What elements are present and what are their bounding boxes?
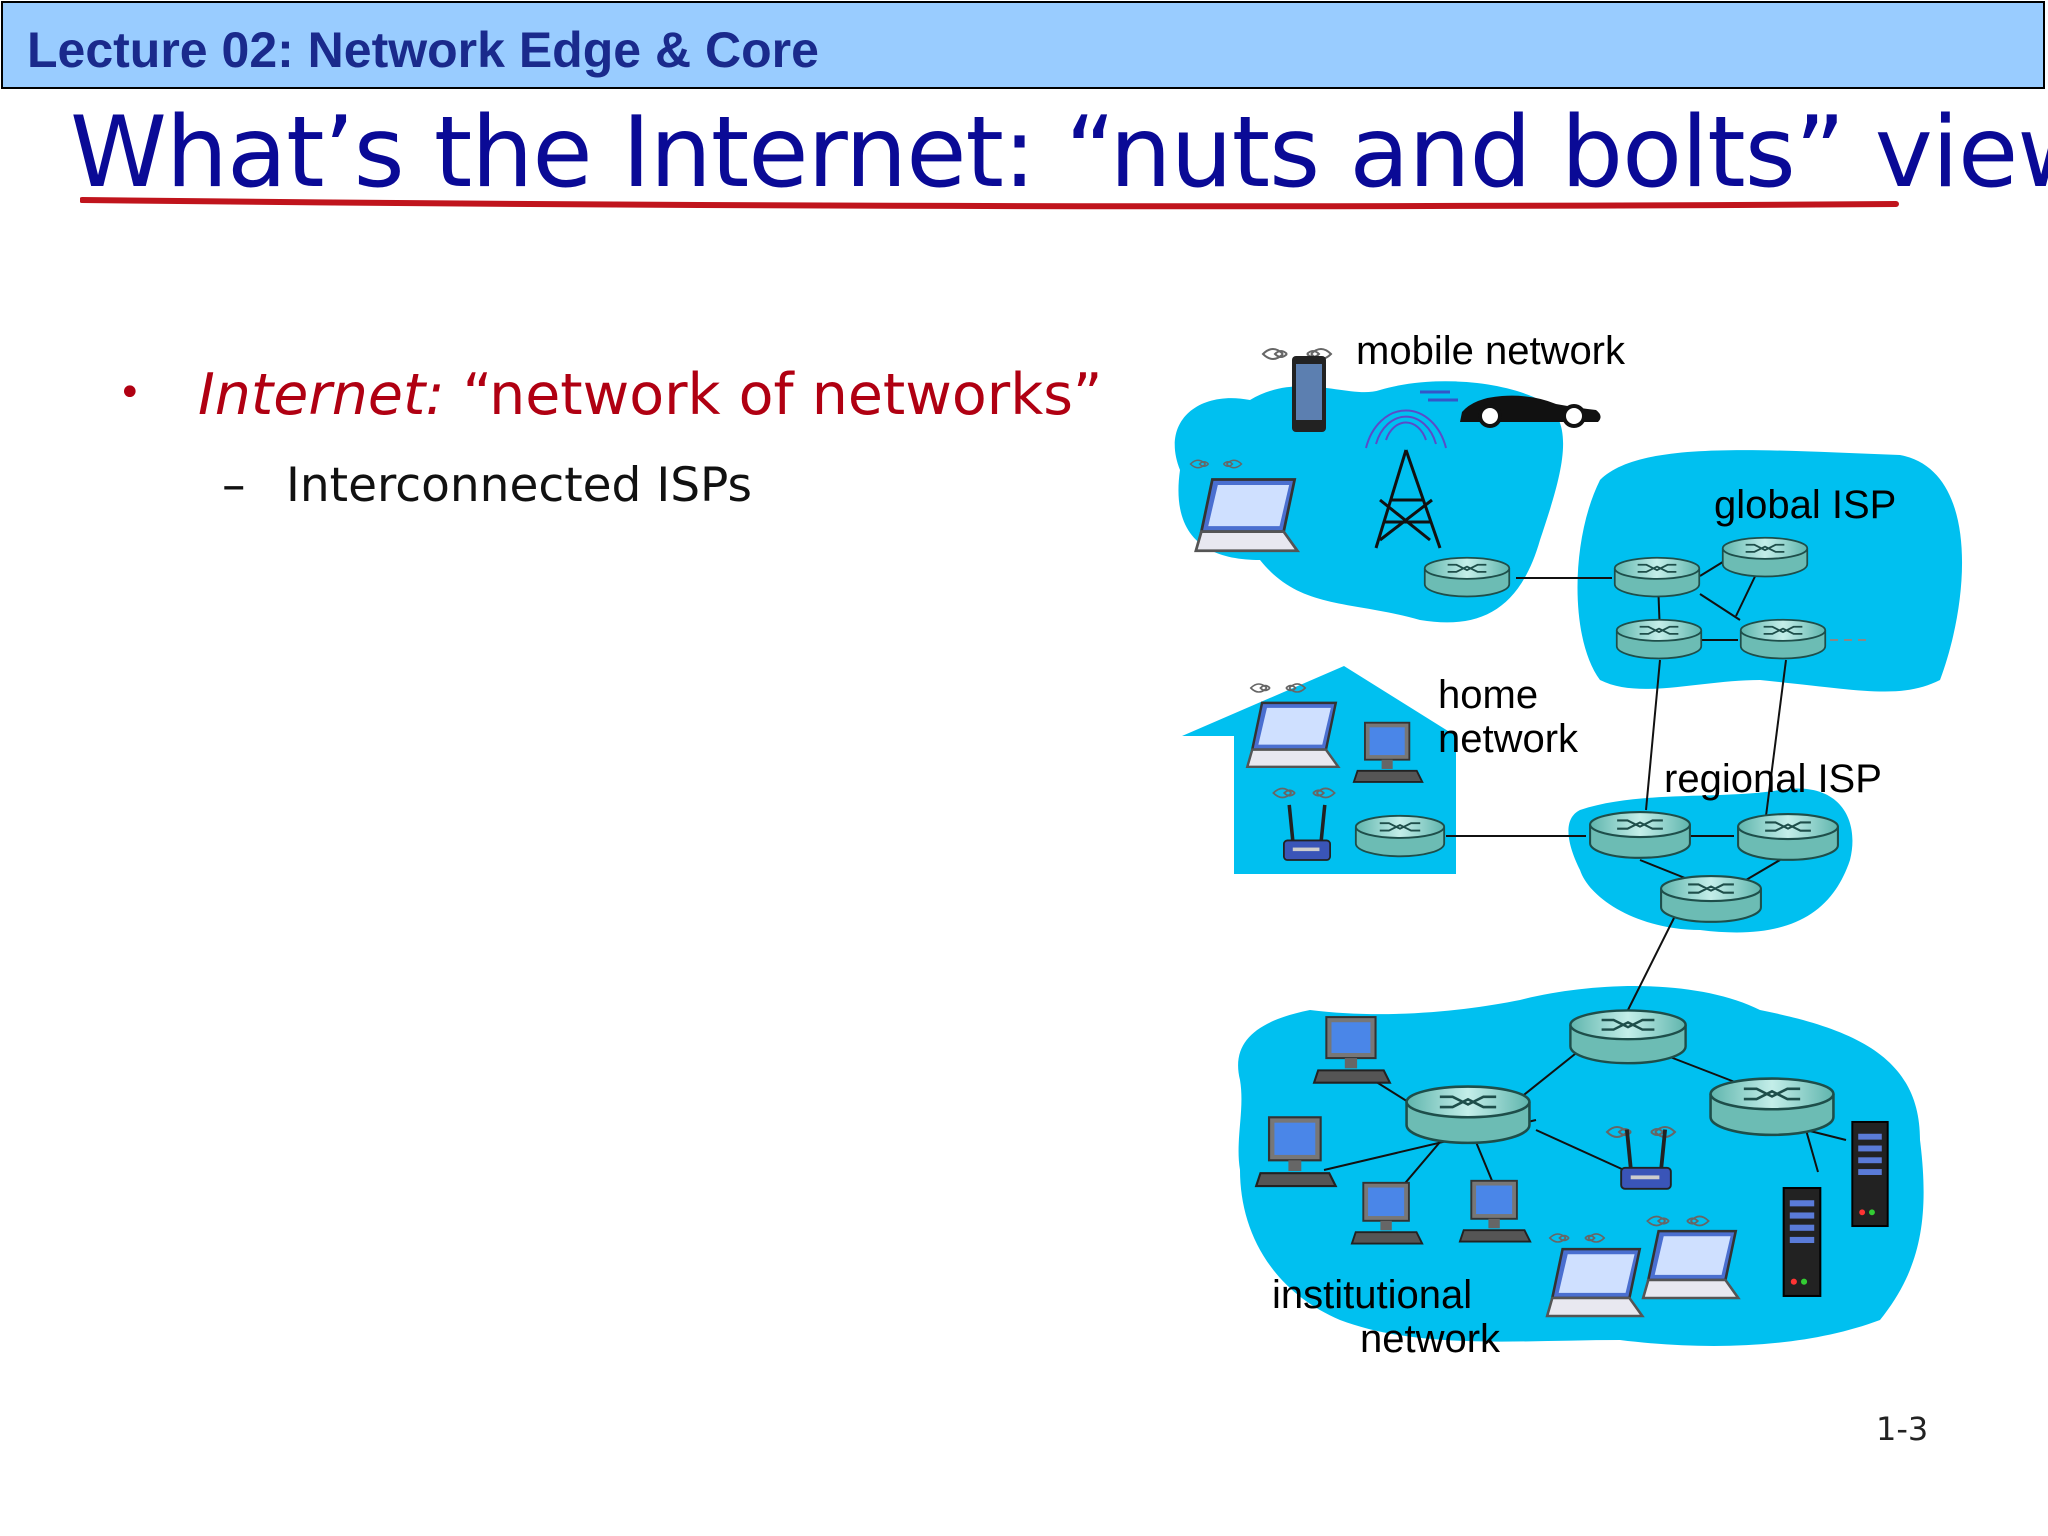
cell-tower-icon [1365,409,1447,549]
lecture-title: Lecture 02: Network Edge & Core [27,22,819,78]
subbullet-text: Interconnected ISPs [286,458,753,513]
slide-title: What’s the Internet: “nuts and bolts” vi… [70,96,2048,210]
bullet-description: “network of networks” [444,362,1103,428]
bullet-dot: • [118,370,142,416]
laptop-icon [1246,701,1340,769]
global-router-icon [1721,536,1809,578]
regional-router-icon [1588,811,1692,859]
laptop-icon [1194,478,1299,553]
laptop-icon [1545,1247,1644,1318]
server-icon [1851,1120,1889,1228]
mobile-router-icon [1423,556,1511,598]
mobile-network-label: mobile network [1356,329,1626,373]
car-icon [1420,390,1601,428]
global-isp-label: global ISP [1714,483,1896,527]
global-router-icon [1613,556,1701,598]
institutional-network-label-line1: institutional [1272,1273,1472,1317]
home-network-label-line2: network [1438,717,1579,761]
institutional-network-cloud [1238,986,1924,1346]
page-number: 1-3 [1876,1410,1929,1448]
regional-isp-label: regional ISP [1664,757,1882,801]
regional-router-icon [1659,874,1763,923]
title-underline [80,197,1899,210]
global-router-icon [1739,618,1827,660]
regional-router-icon [1736,813,1840,861]
lecture-header-bar: Lecture 02: Network Edge & Core [1,1,2045,89]
bullet-term: Internet: [198,362,445,428]
global-router-icon [1615,618,1703,660]
bullet-text: Internet: “network of networks” [198,362,1102,428]
institutional-router-icon [1405,1085,1531,1145]
institutional-router-icon [1568,1008,1688,1065]
subbullet-dash: – [222,458,246,513]
internet-diagram: mobile network global ISP home network r… [1174,329,1963,1361]
institutional-network-label-line2: network [1360,1317,1501,1361]
home-router-icon [1354,814,1446,858]
home-network-label-line1: home [1438,673,1538,717]
laptop-icon [1641,1229,1740,1300]
institutional-router-icon [1709,1077,1835,1137]
server-icon [1782,1186,1822,1298]
